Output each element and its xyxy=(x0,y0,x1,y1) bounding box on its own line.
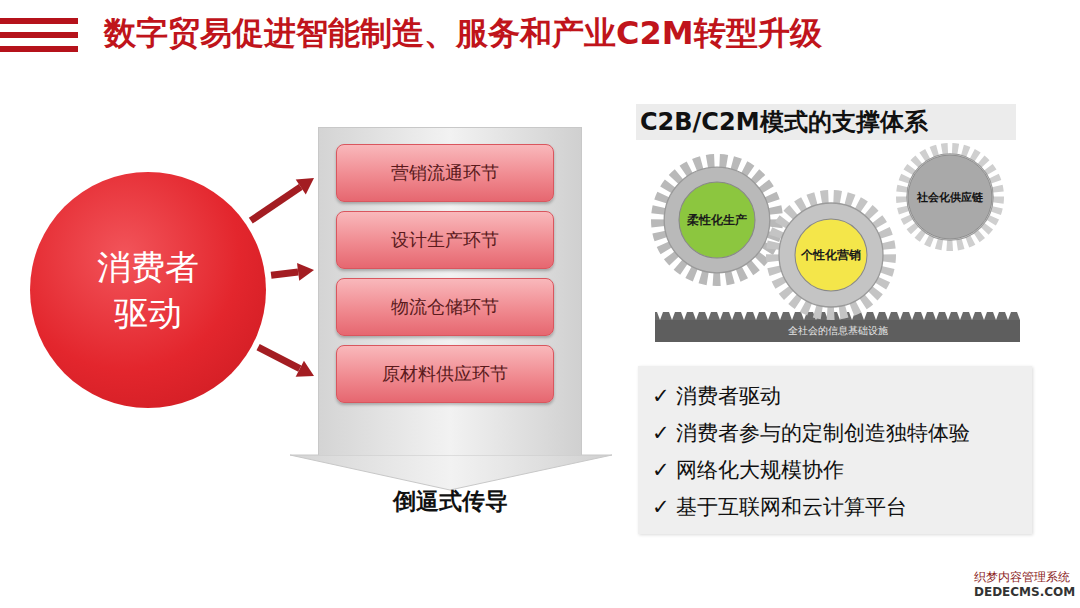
gear-teeth xyxy=(659,162,775,278)
gear-teeth xyxy=(774,198,888,312)
connector-arrow xyxy=(258,347,314,377)
gear-body xyxy=(664,167,770,273)
info-rack: 全社会的信息基础设施 xyxy=(655,320,1020,342)
gear-label: 柔性化生产 xyxy=(687,212,747,229)
arrow-head xyxy=(297,263,314,281)
connector-arrow xyxy=(271,263,314,281)
gear-hub xyxy=(908,155,992,239)
feature-item: ✓ 网络化大规模协作 xyxy=(652,452,1018,489)
section-heading: C2B/C2M模式的支撑体系 xyxy=(640,105,928,139)
feature-item: ✓ 消费者驱动 xyxy=(652,378,1018,415)
stage-box: 设计生产环节 xyxy=(336,211,554,269)
heading-ground xyxy=(636,104,1016,140)
watermark: DEDECMS.COM xyxy=(972,585,1077,599)
title: 数字贸易促进智能制造、服务和产业C2M转型升级 xyxy=(104,12,822,56)
stage-label: 营销流通环节 xyxy=(391,161,499,185)
gear-body xyxy=(907,154,993,240)
consumer-circle: 消费者驱动 xyxy=(30,172,266,408)
arrow-shaft xyxy=(271,272,298,275)
gear-label: 社会化供应链 xyxy=(917,190,983,205)
gear-teeth xyxy=(902,149,997,244)
gear: 社会化供应链 xyxy=(896,143,1004,251)
title-bars xyxy=(0,18,78,52)
stage-label: 设计生产环节 xyxy=(391,228,499,252)
feature-item: ✓ 基于互联网和云计算平台 xyxy=(652,489,1018,526)
gear-body xyxy=(779,203,883,307)
gear-hub xyxy=(795,219,867,291)
arrow-shaft xyxy=(258,347,300,369)
connector-arrow xyxy=(251,178,314,221)
arrow-head xyxy=(296,178,314,194)
feature-list-panel: ✓ 消费者驱动✓ 消费者参与的定制创造独特体验✓ 网络化大规模协作✓ 基于互联网… xyxy=(638,366,1032,534)
gear-rack-teeth xyxy=(655,312,1020,320)
gear: 个性化营销 xyxy=(766,190,896,320)
gear-hub xyxy=(679,182,755,258)
panel-caption: 倒逼式传导 xyxy=(319,486,581,517)
stage-box: 原材料供应环节 xyxy=(336,345,554,403)
stage-box: 营销流通环节 xyxy=(336,144,554,202)
watermark: 织梦内容管理系统 xyxy=(972,569,1072,586)
gear-label: 个性化营销 xyxy=(801,247,861,264)
rack-label: 全社会的信息基础设施 xyxy=(788,324,888,338)
transfer-arrow-panel: 倒逼式传导营销流通环节设计生产环节物流仓储环节原材料供应环节 xyxy=(318,127,582,455)
circle-label: 消费者驱动 xyxy=(93,244,203,336)
stage-box: 物流仓储环节 xyxy=(336,278,554,336)
stage-label: 物流仓储环节 xyxy=(391,295,499,319)
stage-label: 原材料供应环节 xyxy=(382,362,508,386)
gear: 柔性化生产 xyxy=(651,154,783,286)
arrow-head xyxy=(296,361,314,377)
arrow-head xyxy=(290,455,612,490)
arrow-shaft xyxy=(251,187,301,221)
feature-item: ✓ 消费者参与的定制创造独特体验 xyxy=(652,415,1018,452)
